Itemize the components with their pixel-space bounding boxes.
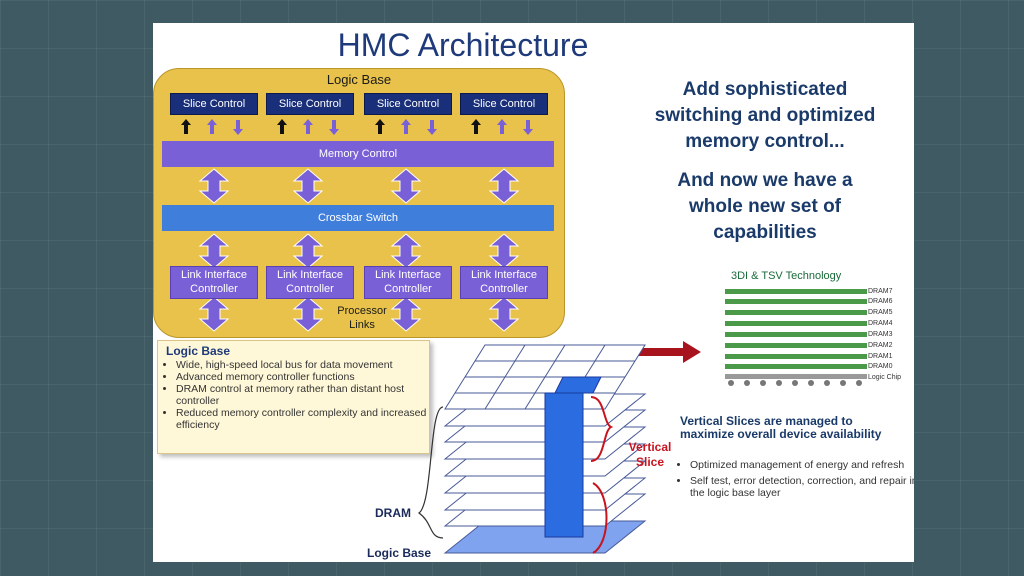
tsv-title: 3DI & TSV Technology: [731, 270, 842, 282]
callout-bullet: Wide, high-speed local bus for data move…: [176, 359, 431, 371]
memory-control-bar: Memory Control: [162, 141, 554, 167]
tsv-and-stack-graphics: [417, 289, 867, 554]
tsv-label-dram5: DRAM5: [868, 309, 893, 316]
down-arrow-icon: [329, 120, 339, 135]
callout-list: Wide, high-speed local bus for data move…: [164, 359, 431, 431]
right-text-line: memory control...: [685, 131, 845, 152]
slice-control-3: Slice Control: [364, 93, 452, 115]
tsv-layer-dram2: [725, 343, 867, 348]
vertical-slice-line1: Vertical: [628, 440, 672, 454]
lic-line1: Link Interface: [470, 269, 538, 281]
tsv-bumps: [728, 380, 862, 386]
tsv-label-dram6: DRAM6: [868, 298, 893, 305]
link-interface-controller-2: Link Interface Controller: [266, 266, 354, 299]
callout-bullet: DRAM control at memory rather than dista…: [176, 383, 431, 407]
vertical-slice-label: Vertical Slice: [615, 440, 685, 470]
logic-base-arrows: [181, 119, 533, 332]
vertical-slice-brace: [590, 396, 614, 462]
tsv-layers: [725, 289, 867, 386]
slide-title: HMC Architecture: [337, 27, 589, 63]
tsv-layer-dram3: [725, 332, 867, 337]
vertical-slice-top: [554, 376, 602, 394]
lic-line1: Link Interface: [180, 269, 248, 281]
callout-bullet: Reduced memory controller complexity and…: [176, 407, 431, 431]
tsv-label-dram7: DRAM7: [868, 288, 893, 295]
up-arrow-icon: [181, 119, 191, 134]
up-arrow-icon: [207, 119, 217, 134]
tsv-logic-chip: [725, 374, 867, 379]
right-text-line: switching and optimized: [654, 105, 876, 126]
link-interface-controller-3: Link Interface Controller: [364, 266, 452, 299]
up-arrow-icon: [497, 119, 507, 134]
slice-arrows-group: [181, 119, 533, 135]
double-arrow-icon: [292, 296, 324, 332]
callout-bullet: Advanced memory controller functions: [176, 371, 431, 383]
logic-base-callout: Logic Base Wide, high-speed local bus fo…: [157, 340, 430, 454]
lic-line2: Controller: [480, 283, 528, 295]
tsv-layer-dram5: [725, 310, 867, 315]
right-text-para1: Add sophisticated switching and optimize…: [620, 77, 910, 155]
double-arrow-icon: [198, 168, 230, 204]
crossbar-switch-bar: Crossbar Switch: [162, 205, 554, 231]
processor-links-label: Processor Links: [324, 304, 400, 332]
tsv-layer-dram6: [725, 299, 867, 304]
slice-control-1: Slice Control: [170, 93, 258, 115]
down-arrow-icon: [233, 120, 243, 135]
right-text-line: whole new set of: [688, 196, 842, 217]
tsv-layer-dram7: [725, 289, 867, 294]
tsv-label-dram1: DRAM1: [868, 353, 893, 360]
lic-line1: Link Interface: [374, 269, 442, 281]
right-text-para2: And now we have a whole new set of capab…: [620, 168, 910, 246]
slice-control-2: Slice Control: [266, 93, 354, 115]
vertical-slice-bracket: [592, 482, 608, 554]
lic-line2: Controller: [286, 283, 334, 295]
tsv-label-dram3: DRAM3: [868, 331, 893, 338]
lic-line1: Link Interface: [276, 269, 344, 281]
tsv-layer-dram4: [725, 321, 867, 326]
link-interface-controller-1: Link Interface Controller: [170, 266, 258, 299]
tsv-label-dram2: DRAM2: [868, 342, 893, 349]
double-arrow-icon: [198, 296, 230, 332]
logic-base-stack-label: Logic Base: [367, 546, 432, 560]
dram-brace: [417, 406, 444, 539]
down-arrow-icon: [523, 120, 533, 135]
up-arrow-icon: [471, 119, 481, 134]
red-arrow-icon: [633, 341, 701, 363]
processor-links-line2: Links: [349, 319, 375, 331]
up-arrow-icon: [401, 119, 411, 134]
double-arrow-icon: [488, 168, 520, 204]
double-arrow-icon: [390, 168, 422, 204]
slide: HMC Architecture Logic Base Slice Contro…: [153, 23, 914, 562]
tsv-layer-dram1: [725, 354, 867, 359]
tsv-label-logic-chip: Logic Chip: [868, 374, 902, 381]
vertical-slice-line2: Slice: [635, 455, 665, 469]
lic-line2: Controller: [190, 283, 238, 295]
right-text-line: capabilities: [713, 222, 817, 243]
right-text-line: And now we have a: [677, 170, 853, 191]
right-text-line: Add sophisticated: [682, 79, 848, 100]
callout-title: Logic Base: [166, 344, 231, 358]
double-arrow-icon: [390, 296, 422, 332]
slice-control-4: Slice Control: [460, 93, 548, 115]
lic-line2: Controller: [384, 283, 432, 295]
up-arrow-icon: [303, 119, 313, 134]
vertical-slices-bullet: Optimized management of energy and refre…: [690, 459, 914, 471]
dram-stack-label: DRAM: [375, 506, 411, 520]
tsv-layer-dram0: [725, 364, 867, 369]
double-arrow-icon: [488, 296, 520, 332]
up-arrow-icon: [277, 119, 287, 134]
up-arrow-icon: [375, 119, 385, 134]
down-arrow-icon: [427, 120, 437, 135]
link-interface-controller-4: Link Interface Controller: [460, 266, 548, 299]
vertical-slices-title: Vertical Slices are managed to maximize …: [680, 414, 882, 441]
vertical-slices-list: Optimized management of energy and refre…: [680, 459, 914, 503]
vertical-slices-bullet: Self test, error detection, correction, …: [690, 475, 914, 499]
processor-links-line1: Processor: [337, 305, 387, 317]
logic-base-panel: Logic Base Slice Control Slice Control S…: [153, 68, 565, 338]
tsv-label-dram4: DRAM4: [868, 320, 893, 327]
vertical-slice-highlight: [544, 392, 584, 538]
logic-base-header: Logic Base: [326, 72, 392, 87]
tsv-label-dram0: DRAM0: [868, 363, 893, 370]
double-arrow-icon: [292, 168, 324, 204]
